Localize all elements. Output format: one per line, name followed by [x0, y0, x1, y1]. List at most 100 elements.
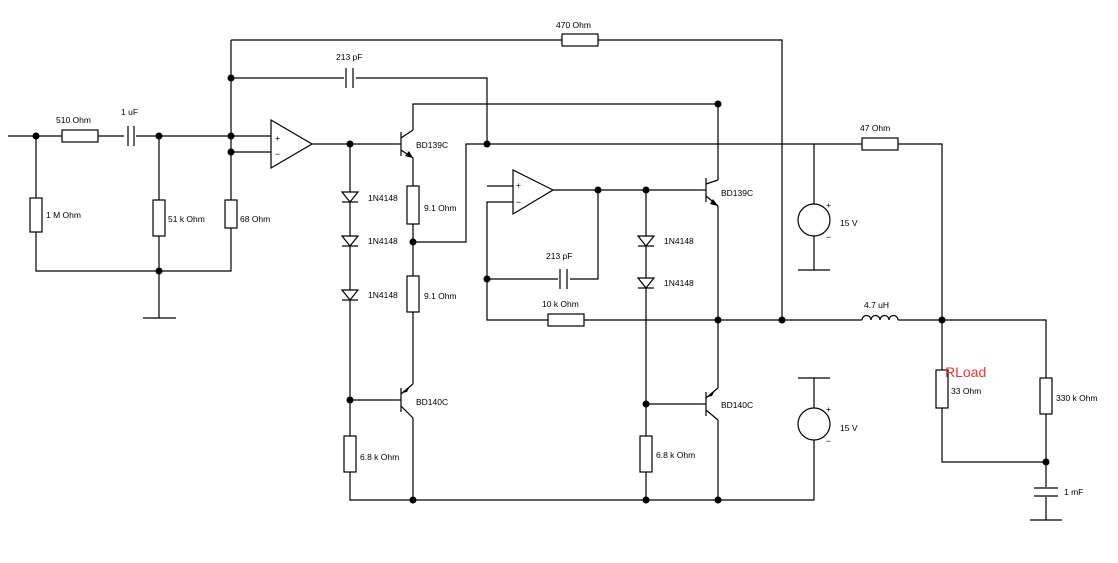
resistor-47: [861, 137, 899, 151]
label-213pf-mid: 213 pF: [546, 251, 572, 261]
wire-cap-213-top: [231, 77, 488, 142]
capacitor-213pf-mid: [559, 269, 568, 289]
resistor-68: [224, 199, 238, 229]
label-1uf: 1 uF: [121, 107, 138, 117]
capacitor-1uf: [127, 126, 135, 146]
capacitor-213pf-top: [345, 68, 354, 88]
label-51k-ohm: 51 k Ohm: [168, 214, 205, 224]
diode-d1: [340, 191, 360, 203]
junction: [642, 496, 650, 504]
transistor-q1-bd139: [393, 129, 414, 159]
label-1n4148-1: 1N4148: [368, 193, 398, 203]
junction: [346, 396, 354, 404]
vsrc-bottom-plus: +: [826, 404, 831, 414]
resistor-330k: [1039, 377, 1053, 415]
label-68-ohm: 68 Ohm: [240, 214, 270, 224]
junction: [155, 267, 163, 275]
label-510-ohm: 510 Ohm: [56, 115, 91, 125]
label-47-ohm: 47 Ohm: [860, 123, 890, 133]
wire-15v-top: [798, 144, 830, 271]
junction: [346, 140, 354, 148]
wire-bias-column-left: [349, 144, 815, 501]
junction: [778, 316, 786, 324]
junction: [594, 186, 602, 194]
wire-cap-213-mid: [487, 190, 599, 280]
label-213pf-top: 213 pF: [336, 52, 362, 62]
opamp-1-minus: −: [275, 149, 280, 159]
transistor-q2-bd139: [698, 178, 719, 207]
transistor-q3-bd140: [393, 383, 414, 419]
wire-feedback-470: [230, 39, 783, 320]
diode-d2: [340, 235, 360, 247]
label-9-1-ohm-b: 9.1 Ohm: [424, 291, 457, 301]
label-rload-title: RLoad: [945, 364, 986, 380]
label-6-8k-ohm-a: 6.8 k Ohm: [360, 452, 399, 462]
junction: [409, 496, 417, 504]
label-1m-ohm: 1 M Ohm: [46, 210, 81, 220]
wire-47-line: [487, 143, 943, 320]
junction: [642, 186, 650, 194]
resistor-10k: [547, 313, 585, 327]
label-1n4148-4: 1N4148: [664, 236, 694, 246]
wire-ground-rail-left: [35, 78, 232, 319]
junction: [227, 132, 235, 140]
resistors: [29, 33, 1053, 473]
labels: 510 Ohm 1 uF 1 M Ohm 51 k Ohm 68 Ohm 470…: [46, 20, 1098, 497]
vsrc-top-minus: −: [826, 232, 831, 242]
diode-d5: [636, 277, 656, 289]
label-1n4148-5: 1N4148: [664, 278, 694, 288]
resistor-510: [61, 129, 99, 143]
resistor-rload: [935, 369, 949, 409]
label-bd140c-2: BD140C: [721, 400, 753, 410]
vsrc-top-plus: +: [826, 200, 831, 210]
resistor-9-1-b: [406, 275, 420, 313]
opamp-2-plus: +: [516, 180, 521, 190]
label-33-ohm: 33 Ohm: [951, 386, 981, 396]
junction: [483, 275, 491, 283]
opamp-2: + −: [512, 169, 555, 216]
label-1n4148-3: 1N4148: [368, 290, 398, 300]
junction: [409, 238, 417, 246]
junction: [1042, 458, 1050, 466]
resistor-51k: [152, 199, 166, 237]
wire-load: [898, 319, 1062, 521]
transistor-q4-bd140: [698, 387, 719, 421]
opamp-1: + −: [270, 118, 314, 170]
junction: [483, 140, 491, 148]
voltage-source-bottom: + −: [797, 404, 831, 446]
wire-mid-to-opamp2: [413, 143, 487, 243]
label-470-ohm: 470 Ohm: [556, 20, 591, 30]
label-6-8k-ohm-b: 6.8 k Ohm: [656, 450, 695, 460]
resistor-6-8k-b: [639, 435, 653, 473]
diodes: [340, 191, 656, 301]
opamp-2-minus: −: [516, 197, 521, 207]
junction: [227, 148, 235, 156]
label-330k-ohm: 330 k Ohm: [1056, 393, 1098, 403]
label-1mf: 1 mF: [1064, 487, 1083, 497]
junction: [714, 496, 722, 504]
resistor-6-8k-a: [343, 435, 357, 473]
junction: [227, 74, 235, 82]
junction: [32, 132, 40, 140]
label-15v-bottom: 15 V: [840, 423, 858, 433]
label-1n4148-2: 1N4148: [368, 236, 398, 246]
resistor-470: [561, 33, 599, 47]
diode-d4: [636, 235, 656, 247]
capacitors: [127, 68, 1058, 497]
junction: [714, 100, 722, 108]
resistor-1m: [29, 197, 43, 233]
junction: [938, 316, 946, 324]
vsrc-bottom-minus: −: [826, 436, 831, 446]
wire-15v-bottom: [798, 377, 830, 470]
resistor-9-1-a: [406, 185, 420, 225]
voltage-source-top: + −: [797, 200, 831, 242]
junction: [155, 132, 163, 140]
capacitor-1mf: [1034, 487, 1058, 497]
inductor-4-7uh: [861, 314, 899, 321]
wire-opamp2-minus: [486, 201, 862, 321]
label-15v-top: 15 V: [840, 218, 858, 228]
wire-q1-collector: [412, 103, 719, 180]
diode-d3: [340, 289, 360, 301]
